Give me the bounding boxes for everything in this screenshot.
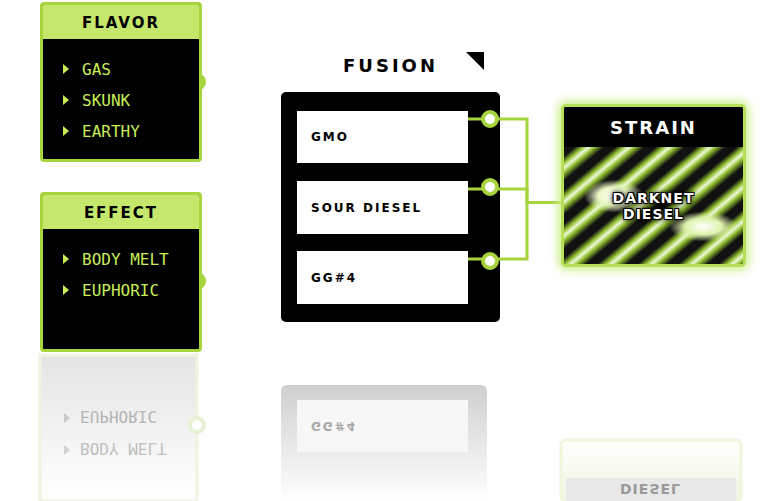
ingredient-name: GMO	[311, 130, 349, 144]
strain-box: STRAIN DARKNET DIESEL	[561, 104, 746, 267]
panel-heading: FLAVOR	[43, 5, 199, 39]
reflection-text: EUPHORIC	[80, 407, 157, 426]
panel-heading: EFFECT	[43, 195, 199, 229]
reflection-border	[40, 355, 197, 501]
fusion-box: FUSIONGMOSOUR DIESELGG#4	[281, 92, 500, 322]
connector-dot	[483, 180, 497, 194]
connector-line	[468, 189, 561, 203]
list-row: BODY MELT	[63, 249, 199, 280]
list-row: GAS	[63, 59, 199, 90]
group-heading: FUSION	[281, 55, 500, 76]
panel-box: FLAVOR GAS SKUNK EARTHY	[40, 2, 202, 162]
bullet-triangle	[63, 126, 69, 136]
reflection-bullet	[64, 413, 70, 423]
bullet-triangle	[63, 285, 69, 295]
white-box: GMO	[297, 111, 468, 163]
reflection-box	[297, 400, 468, 452]
white-box: GG#4	[297, 251, 468, 304]
effect-reflection	[40, 355, 204, 501]
reflection-bullet	[64, 445, 70, 455]
list-item: BODY MELT	[82, 250, 169, 269]
list-item: SKUNK	[82, 91, 130, 110]
strain-heading: STRAIN	[564, 107, 743, 147]
list-item: EUPHORIC	[82, 281, 159, 300]
panel-body: BODY MELT EUPHORIC	[43, 229, 199, 311]
reflection-text: GG#4	[311, 419, 357, 433]
ingredient-name: SOUR DIESEL	[311, 201, 422, 215]
white-box: SOUR DIESEL	[297, 181, 468, 234]
reflection-panel	[40, 355, 197, 501]
list-item: GAS	[82, 60, 111, 79]
reflection-text: BODY MELT	[80, 439, 167, 458]
connector-line	[468, 203, 561, 260]
list-row: EARTHY	[63, 121, 199, 152]
bullet-triangle	[63, 95, 69, 105]
bullet-triangle	[63, 254, 69, 264]
list-row: SKUNK	[63, 90, 199, 121]
bullet-triangle	[63, 64, 69, 74]
connector-dot	[483, 112, 497, 126]
panel-box: EFFECT BODY MELT EUPHORIC	[40, 192, 202, 352]
fusion-reflection	[281, 385, 487, 501]
panel-body: GAS SKUNK EARTHY	[43, 39, 199, 152]
strain-name: DARKNET DIESEL	[595, 190, 713, 222]
connector-line	[468, 119, 561, 203]
ingredient-name: GG#4	[311, 271, 357, 285]
connector-dot	[483, 254, 497, 268]
reflection-text: DIESEL	[620, 481, 681, 497]
reflection-dot	[190, 418, 204, 432]
strain-reflection	[561, 440, 741, 501]
list-item: EARTHY	[82, 122, 140, 141]
list-row: EUPHORIC	[63, 280, 199, 311]
reflection-frame	[281, 385, 487, 501]
reflection-frame	[561, 440, 741, 501]
reflection-band	[566, 478, 736, 501]
strain-pattern: DARKNET DIESEL	[564, 147, 743, 264]
corner-mark	[466, 52, 484, 70]
fusion-frame	[281, 92, 500, 322]
